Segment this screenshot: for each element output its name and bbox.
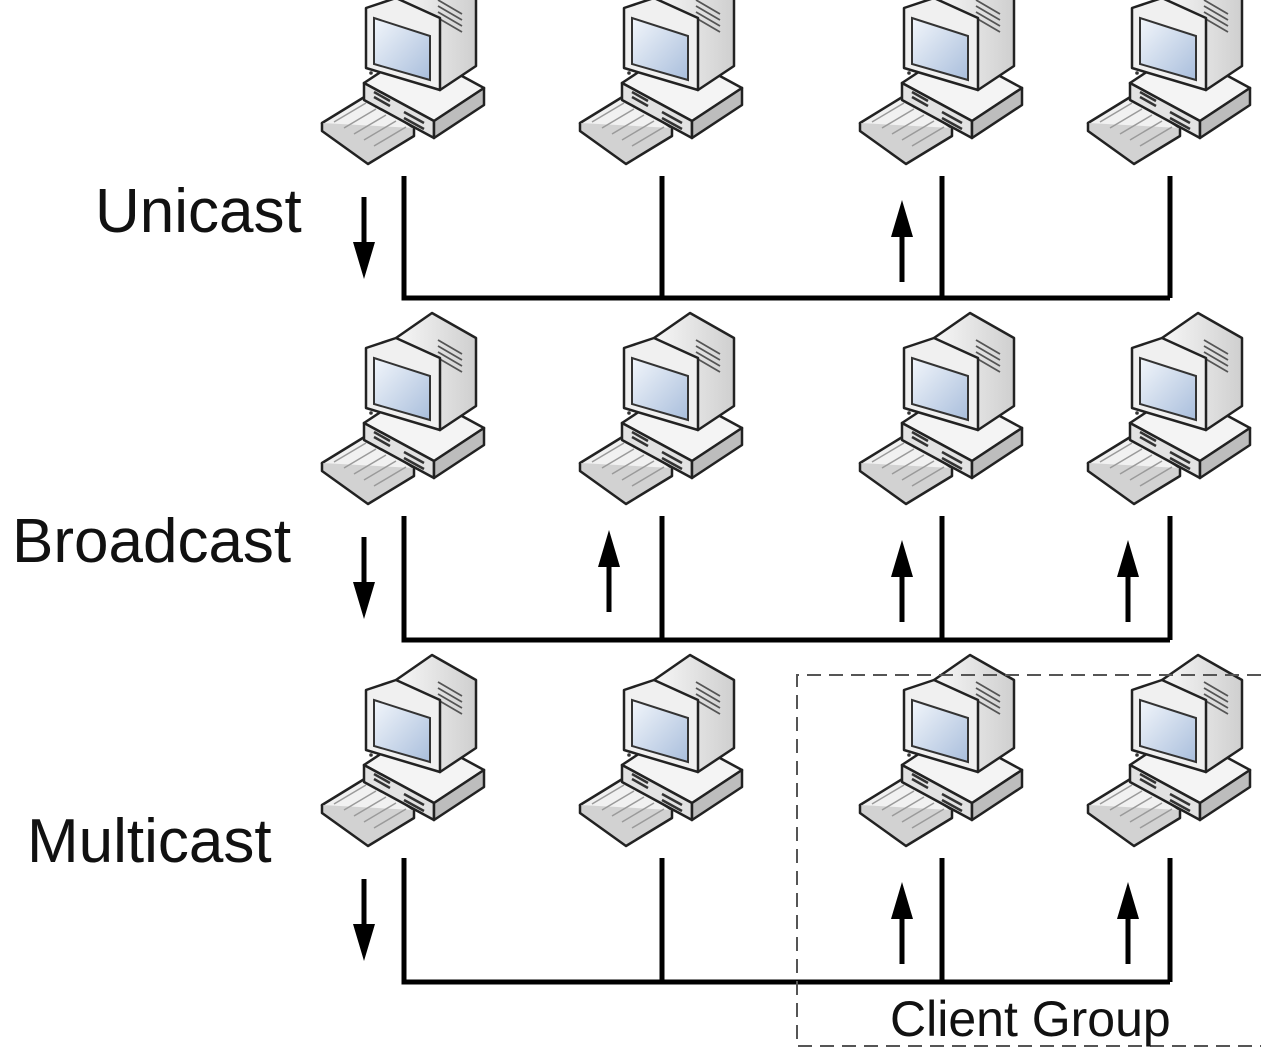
arrow-up-icon xyxy=(598,530,620,612)
multicast-row: Multicast xyxy=(27,653,1252,985)
arrow-up-icon xyxy=(891,200,913,282)
arrow-up-icon xyxy=(1117,540,1139,622)
row-label-broadcast: Broadcast xyxy=(12,507,291,576)
computer-icon xyxy=(578,653,744,848)
arrow-down-icon xyxy=(353,537,375,619)
computer-icon xyxy=(1086,311,1252,506)
computer-icon xyxy=(320,653,486,848)
arrow-down-icon xyxy=(353,197,375,279)
arrow-up-icon xyxy=(891,882,913,964)
computer-icon xyxy=(858,0,1024,166)
computer-icon xyxy=(320,311,486,506)
client-group: Client Group xyxy=(796,674,1261,1047)
network-bus xyxy=(401,176,1173,301)
arrow-up-icon xyxy=(891,540,913,622)
client-group-box xyxy=(796,674,1261,1047)
client-group-label: Client Group xyxy=(890,991,1171,1047)
network-bus xyxy=(401,516,1173,643)
computer-icon xyxy=(578,311,744,506)
arrow-down-icon xyxy=(353,879,375,961)
computer-icon xyxy=(1086,653,1252,848)
row-label-multicast: Multicast xyxy=(27,807,272,876)
network-bus xyxy=(401,858,1173,985)
broadcast-row: Broadcast xyxy=(12,311,1252,643)
computer-icon xyxy=(1086,0,1252,166)
computer-icon xyxy=(320,0,486,166)
arrow-up-icon xyxy=(1117,882,1139,964)
computer-icon xyxy=(578,0,744,166)
row-label-unicast: Unicast xyxy=(95,177,302,246)
computer-icon xyxy=(858,653,1024,848)
unicast-row: Unicast xyxy=(95,0,1252,301)
computer-icon xyxy=(858,311,1024,506)
